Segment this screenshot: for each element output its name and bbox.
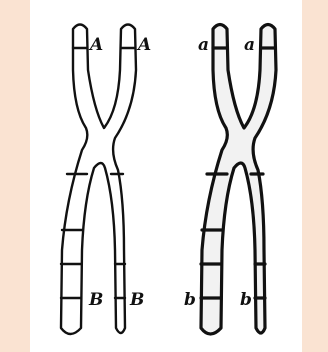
allele-label: a	[244, 35, 255, 55]
chromosome-left	[61, 25, 136, 335]
allele-label: A	[88, 35, 103, 55]
allele-label: a	[198, 35, 209, 55]
allele-label: A	[136, 35, 151, 55]
allele-label: b	[184, 290, 196, 310]
allele-label: B	[88, 290, 103, 310]
allele-label: B	[129, 290, 144, 310]
chromosome-right	[201, 25, 276, 335]
allele-label: b	[240, 290, 252, 310]
chromatid-left-arm	[61, 25, 136, 335]
chromatid-right-arm	[201, 25, 276, 335]
